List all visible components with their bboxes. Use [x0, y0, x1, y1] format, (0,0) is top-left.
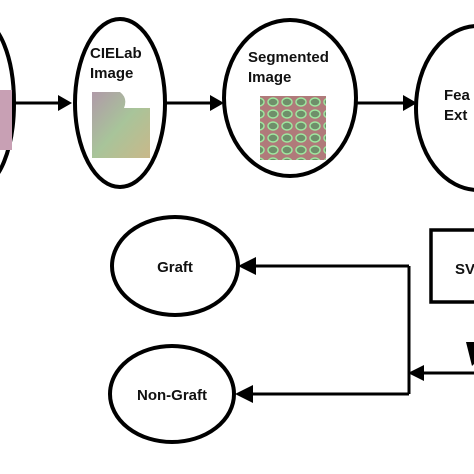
cielab-thumbnail	[92, 92, 150, 158]
arrow-to-nongraft	[235, 385, 409, 403]
feature-label-line1: Fea	[444, 87, 471, 104]
segmented-image-node: Segmented Image	[222, 18, 358, 178]
bus-arrowhead	[408, 365, 424, 381]
svm-output-arrowhead	[466, 342, 474, 366]
arrow-to-cielab	[14, 95, 72, 111]
nongraft-node: Non-Graft	[108, 344, 236, 444]
segmented-label-line1: Segmented	[248, 49, 329, 66]
nongraft-ellipse	[108, 344, 236, 444]
cielab-label-line2: Image	[90, 65, 133, 82]
cielab-label-line1: CIELab	[90, 45, 142, 62]
graft-node: Graft	[110, 215, 240, 317]
segmented-thumbnail	[260, 96, 326, 160]
arrow-to-graft	[238, 257, 409, 275]
feature-label-line2: Ext	[444, 107, 467, 124]
cielab-image-node: CIELab Image	[73, 17, 167, 189]
segmented-label-line2: Image	[248, 69, 291, 86]
feature-ellipse	[414, 24, 474, 192]
svm-box	[429, 228, 474, 304]
svm-label: SV	[455, 261, 474, 278]
arrow-to-feature	[356, 95, 417, 111]
input-image-thumbnail	[0, 90, 12, 150]
decision-connector	[407, 266, 474, 394]
nongraft-label: Non-Graft	[137, 387, 207, 404]
input-image-node	[0, 32, 16, 174]
feature-extraction-node: Fea Ext	[414, 24, 474, 192]
graft-label: Graft	[157, 259, 193, 276]
arrow-to-segmented	[166, 95, 224, 111]
svm-node: SV	[429, 228, 474, 304]
